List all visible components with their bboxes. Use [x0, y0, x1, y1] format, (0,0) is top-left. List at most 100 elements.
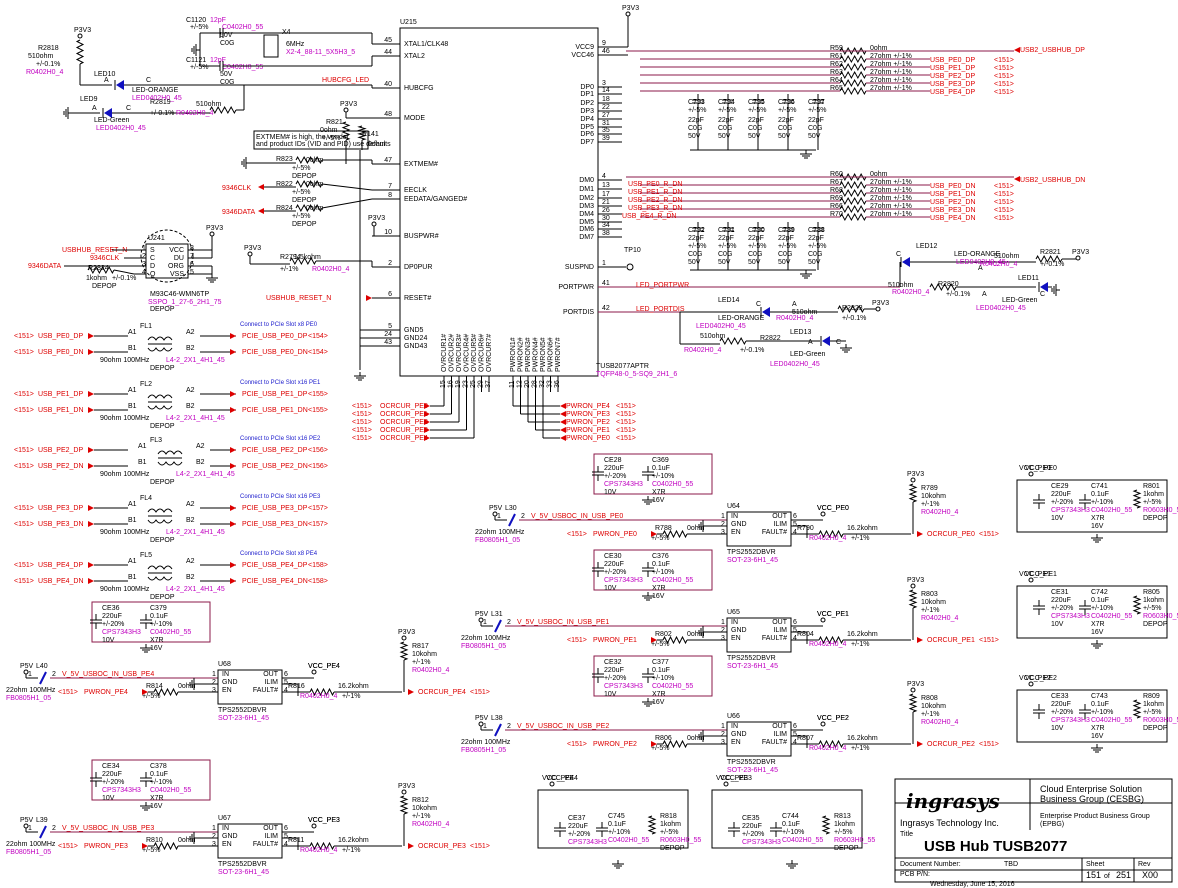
label: 2 [721, 731, 725, 738]
label: C0402H0_55 [1091, 507, 1132, 514]
ic-pin-name: DM5 [579, 219, 594, 226]
ic-pin-number: 16 [448, 380, 455, 388]
label: 2 [721, 521, 725, 528]
ic-pin-number: 48 [384, 111, 392, 118]
label: <155> [308, 391, 328, 398]
ic-pin-name: DP7 [580, 139, 594, 146]
label: C742 [1091, 589, 1108, 596]
label: Connect to PCIe Slot x16 PE1 [240, 380, 321, 386]
ic-pin-number: 34 [602, 222, 610, 229]
vcc-label: VCC_PE1 [817, 611, 849, 618]
label: C0G [748, 251, 762, 258]
label: 27ohm +/-1% [870, 203, 912, 210]
ic-pin-number: 23 [463, 380, 470, 388]
ic-footprint: TQFP48-0_5-SQ9_2H1_6 [596, 371, 677, 378]
sw-pin: ILIM [264, 679, 278, 686]
label: +/-10% [608, 829, 630, 836]
eeprom-outline [140, 229, 194, 283]
label: <151> [616, 419, 636, 426]
label: FB0805H1_05 [475, 537, 520, 544]
label: CE28 [604, 457, 622, 464]
ic-pin-number: 41 [602, 280, 610, 287]
label: <156> [308, 463, 328, 470]
label: X4 [282, 29, 291, 36]
ic-part: TUSB2077APTR [596, 363, 649, 370]
label: R0603H0_55 [834, 837, 875, 844]
label: 2 [212, 833, 216, 840]
label: +/-10% [1091, 709, 1113, 716]
resistor [839, 70, 867, 80]
label: 22ohm 100MHz [6, 841, 56, 848]
label: C376 [652, 553, 669, 560]
offpage-arrow [1014, 176, 1020, 182]
filter-coil [147, 347, 173, 352]
label: 27ohm +/-1% [870, 179, 912, 186]
label: 22pF [808, 117, 824, 124]
label: 220uF [102, 771, 122, 778]
label: 16V [150, 803, 163, 810]
label: U65 [727, 609, 740, 616]
label: 10kohm [921, 493, 946, 500]
power-net-label: VCC_PE0 [817, 505, 849, 512]
label: C0G [220, 40, 234, 47]
label: LED0402H0_45 [96, 125, 146, 132]
label: B2 [186, 345, 195, 352]
label: <151> [567, 741, 587, 748]
label: <151> [14, 333, 34, 340]
label: L40 [36, 663, 48, 670]
ic-pin-name: OVRCUR6# [479, 334, 486, 372]
ic-pin-name: PWRON4# [533, 337, 540, 372]
label: USB_PE4_DN [930, 215, 976, 222]
power-flag [247, 251, 253, 257]
offpage-arrow [424, 411, 430, 417]
label: 22pF [778, 117, 794, 124]
label: 220uF [102, 613, 122, 620]
label: 6 [190, 261, 194, 268]
label: +/-5% [1143, 499, 1161, 506]
dn-r-net: USB_PE0_R_DN [628, 181, 682, 188]
label: 16V [652, 593, 665, 600]
power-flag [910, 687, 916, 693]
resistor [295, 179, 323, 189]
ic-pin-number: 37 [485, 380, 492, 388]
label: LED-Green [1002, 297, 1038, 304]
label: R0402H0_4 [412, 821, 449, 828]
label: R62 [830, 61, 843, 68]
label: R804 [797, 631, 814, 638]
label: R61 [830, 53, 843, 60]
label: CE33 [1051, 693, 1069, 700]
label: 1 [721, 513, 725, 520]
label: PCIE_USB_PE2_DP [242, 447, 308, 454]
label: 2 [521, 513, 525, 520]
label: <151> [567, 531, 587, 538]
label: C0G [688, 125, 702, 132]
label: C1121 [186, 57, 206, 64]
label: S [150, 247, 155, 254]
power-flag [820, 511, 826, 517]
wire [321, 183, 373, 191]
label: <151> [994, 81, 1014, 88]
label: R0402H0_4 [921, 719, 958, 726]
label: +/-10% [1091, 499, 1113, 506]
power-net-label: VCC_PE0 [1025, 465, 1057, 472]
label: B1 [138, 459, 147, 466]
label: LED12 [916, 243, 938, 250]
label: R2821 [1040, 249, 1061, 256]
label: FL3 [150, 437, 162, 444]
label: R2819 [150, 99, 171, 106]
offpage-arrow [88, 505, 94, 511]
label: 6 [284, 671, 288, 678]
label: Sheet [1086, 861, 1104, 868]
ic-pin-name: DP0 [580, 84, 594, 91]
resistor [399, 641, 409, 661]
label: Business Group (CESBG) [1040, 794, 1144, 804]
mode-note: and product IDs (VID and PID) use defaul… [256, 141, 391, 148]
label: +/-5% [292, 213, 310, 220]
resistor [839, 180, 867, 190]
label: CPS7343H3 [102, 629, 141, 636]
label: A [792, 301, 797, 308]
label: LED_PORTPWR [636, 282, 689, 289]
ic-pin-name: PWRON2# [518, 337, 525, 372]
label: +/-5% [688, 107, 706, 114]
label: <151> [994, 73, 1014, 80]
